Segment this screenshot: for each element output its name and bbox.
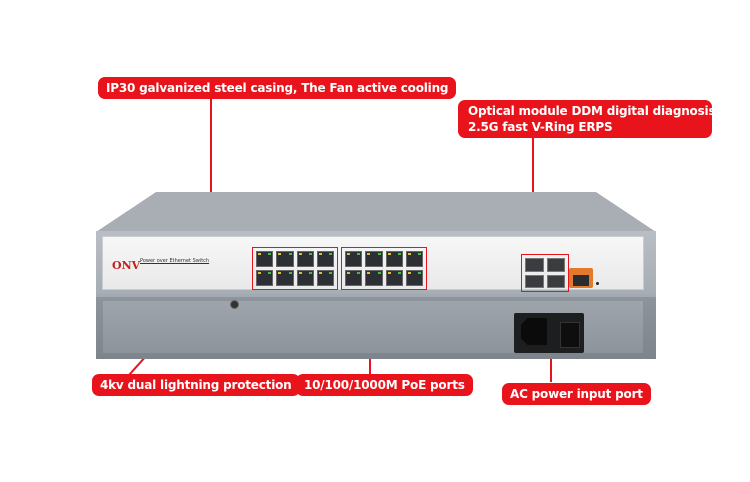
grounding-screw bbox=[230, 300, 239, 309]
rj45-port[interactable] bbox=[345, 251, 363, 267]
rj45-port[interactable] bbox=[385, 270, 403, 286]
sfp-port[interactable] bbox=[546, 274, 565, 288]
callout-optical-line1: Optical module DDM digital diagnosis bbox=[468, 104, 716, 118]
sfp-port[interactable] bbox=[525, 274, 544, 288]
callout-optical-line2: 2.5G fast V-Ring ERPS bbox=[468, 120, 613, 134]
reset-button[interactable] bbox=[596, 282, 599, 285]
ac-power-socket[interactable] bbox=[521, 318, 547, 345]
rj45-port[interactable] bbox=[365, 270, 383, 286]
callout-poe-ports: 10/100/1000M PoE ports bbox=[296, 374, 473, 396]
callout-casing: IP30 galvanized steel casing, The Fan ac… bbox=[98, 77, 457, 99]
rj45-port[interactable] bbox=[256, 270, 274, 286]
rj45-port[interactable] bbox=[296, 270, 314, 286]
rj45-port[interactable] bbox=[345, 270, 363, 286]
callout-lightning: 4kv dual lightning protection bbox=[92, 374, 300, 396]
rj45-port[interactable] bbox=[296, 251, 314, 267]
casing-callout-line bbox=[210, 97, 212, 204]
rj45-port[interactable] bbox=[405, 251, 423, 267]
ac-callout-line bbox=[550, 336, 552, 382]
callout-optical: Optical module DDM digital diagnosis 2.5… bbox=[458, 100, 716, 138]
rj45-port[interactable] bbox=[256, 251, 274, 267]
rj45-port[interactable] bbox=[276, 270, 294, 286]
sfp-ports-group bbox=[521, 254, 569, 292]
rj45-port[interactable] bbox=[316, 251, 334, 267]
callout-ac-power: AC power input port bbox=[502, 383, 651, 405]
rj45-port[interactable] bbox=[365, 251, 383, 267]
rj45-port[interactable] bbox=[316, 270, 334, 286]
power-switch[interactable] bbox=[560, 322, 580, 348]
sfp-port[interactable] bbox=[525, 258, 544, 272]
console-port[interactable] bbox=[573, 275, 589, 286]
product-name: Power over Ethernet Switch bbox=[140, 258, 210, 264]
rj45-port[interactable] bbox=[276, 251, 294, 267]
rj45-port[interactable] bbox=[405, 270, 423, 286]
sfp-port[interactable] bbox=[546, 258, 565, 272]
rj45-port[interactable] bbox=[385, 251, 403, 267]
poe-ports-group-left bbox=[252, 247, 338, 290]
poe-ports-group-right bbox=[341, 247, 427, 290]
brand-logo: ONV bbox=[112, 259, 141, 272]
